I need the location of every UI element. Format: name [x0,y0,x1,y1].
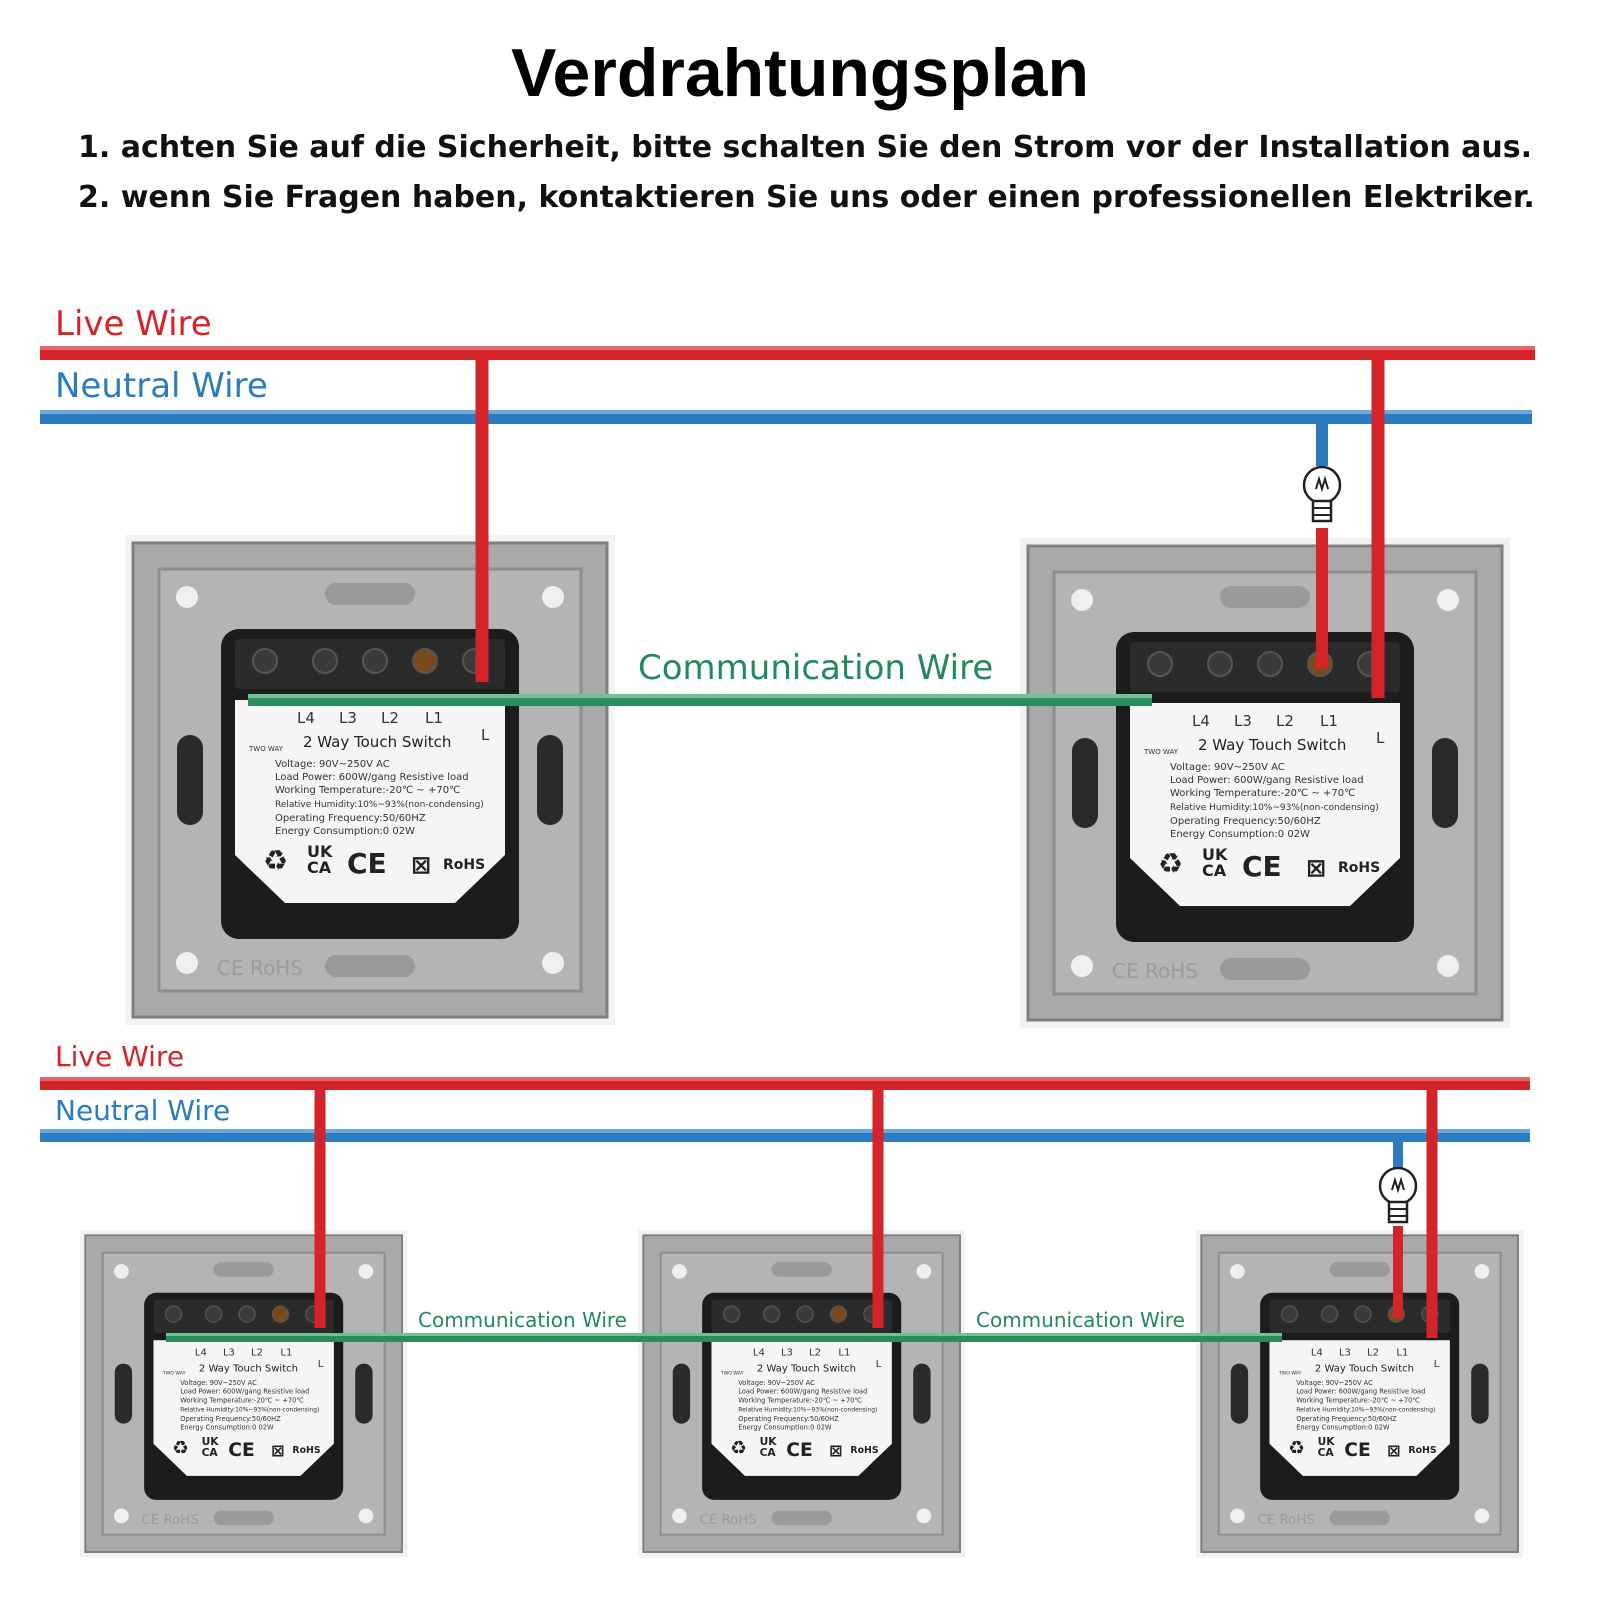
bottom-neutral-wire [40,1129,1530,1142]
light-bulb-icon [1302,465,1342,523]
contact-note: 2. wenn Sie Fragen haben, kontaktieren S… [78,180,1535,215]
top-communication-wire [248,694,1152,706]
top-live-wire [40,346,1535,360]
bottom-communication-wire-label-right: Communication Wire [976,1308,1185,1332]
bottom-communication-wire [166,1333,1282,1342]
page-title: Verdrahtungsplan [510,35,1090,111]
safety-note: 1. achten Sie auf die Sicherheit, bitte … [78,130,1532,165]
bottom-switch-right [1194,1228,1525,1559]
bottom-switch-left [78,1228,409,1559]
bottom-communication-wire-label-left: Communication Wire [418,1308,627,1332]
light-bulb-icon [1378,1166,1418,1224]
bottom-live-wire [40,1077,1530,1090]
top-switch-right [1018,536,1512,1030]
top-neutral-wire-label: Neutral Wire [55,366,268,406]
bottom-switch-middle [636,1228,967,1559]
top-communication-wire-label: Communication Wire [638,648,994,688]
top-live-wire-label: Live Wire [55,304,212,344]
bottom-live-wire-label: Live Wire [55,1040,185,1073]
top-switch-left [123,533,617,1027]
bottom-neutral-wire-label: Neutral Wire [55,1094,231,1127]
top-neutral-wire [40,410,1532,424]
